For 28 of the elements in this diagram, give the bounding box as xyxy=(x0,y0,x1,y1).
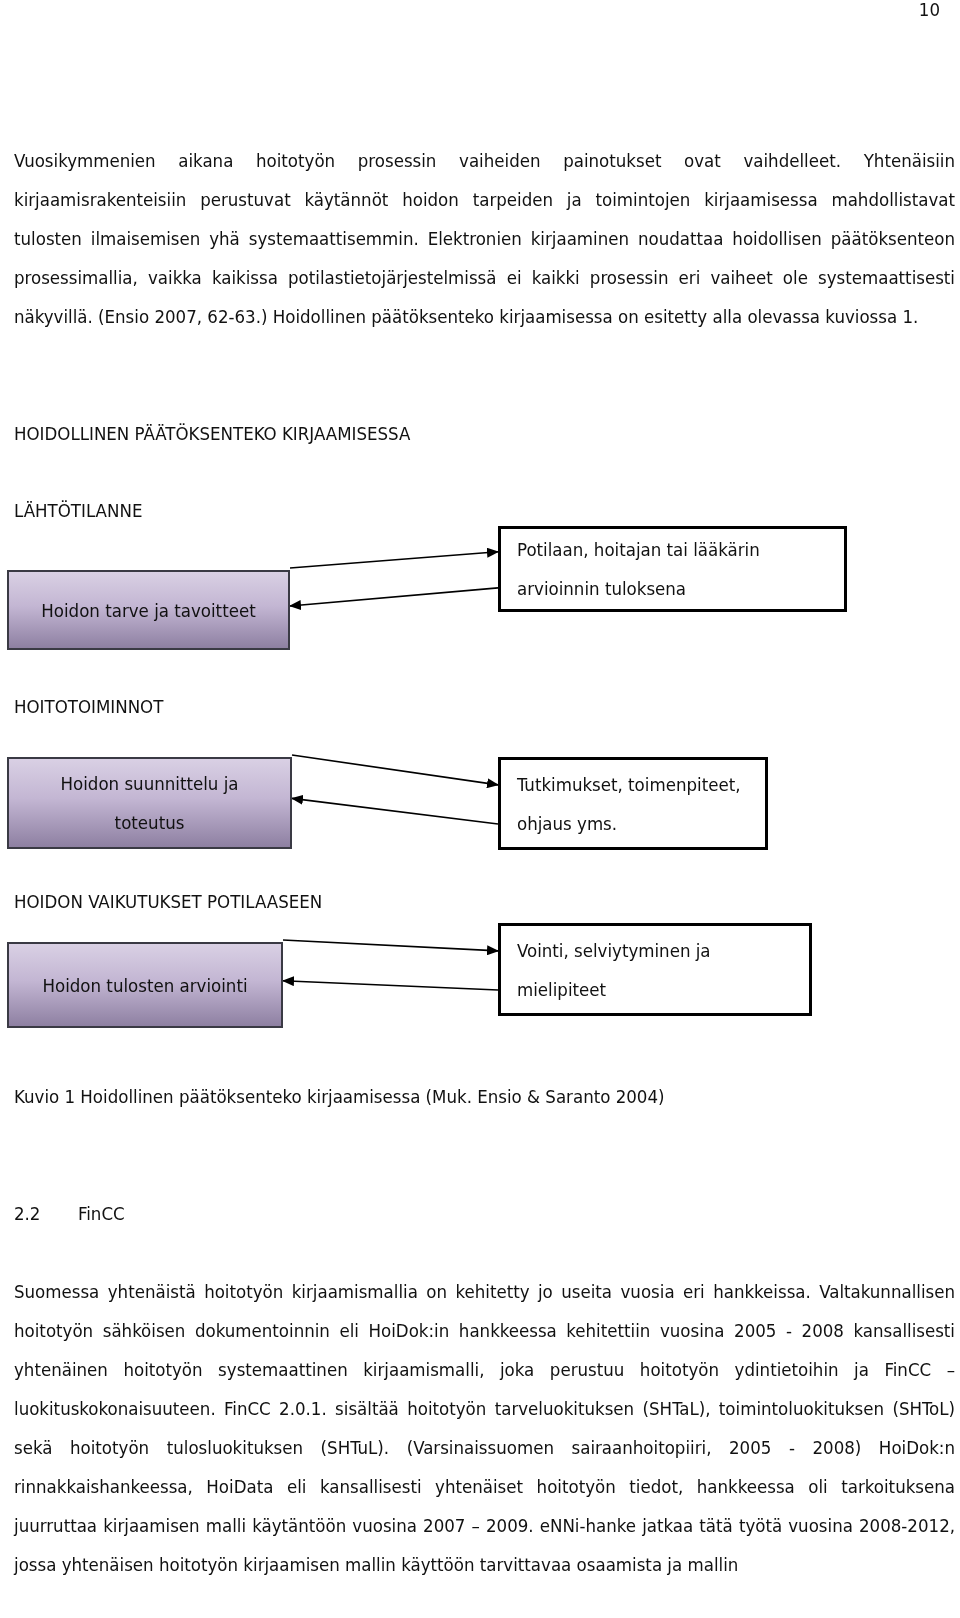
paragraph: Vuosikymmenien aikana hoitotyön prosessin vaiheiden painotukset ovat vaihdelleet. Yhtenäisiin kirjaamisrakenteisiin perustuvat käytännöt hoidon tarpeiden ja toimintojen kirjaamisessa mahdollistavat tulosten ilmaisemisen yhä systemaattisemmin. Elektronien kirjaaminen noudattaa hoidollisen päätöksenteon prosessimallia, vaikka kaikissa potilastietojärjestelmissä ei kaikki prosessin eri vaiheet ole systemaattisesti näkyvillä. (Ensio 2007, 62-63.) Hoidollinen päätöksenteko kirjaamisessa on esitetty alla olevassa kuviossa 1. xyxy=(14,149,955,329)
box-text: Tutkimukset, toimenpiteet, ohjaus yms. xyxy=(517,772,742,836)
arrow xyxy=(289,587,499,611)
figure-title: HOIDOLLINEN PÄÄTÖKSENTEKO KIRJAAMISESSA xyxy=(14,422,411,446)
section-number: 2.2 xyxy=(14,1202,42,1226)
shaded-box xyxy=(7,757,292,849)
box-text: Hoidon suunnittelu ja toteutus xyxy=(59,772,240,835)
outlined-box xyxy=(498,923,812,1016)
section-heading: HOITOTOIMINNOT xyxy=(14,695,165,719)
section-heading: HOIDON VAIKUTUKSET POTILAASEEN xyxy=(14,890,324,914)
outlined-box xyxy=(498,526,847,612)
outlined-box xyxy=(498,757,768,850)
figure-caption: Kuvio 1 Hoidollinen päätöksenteko kirjaamisessa (Muk. Ensio & Saranto 2004) xyxy=(14,1085,665,1109)
box-text: Potilaan, hoitajan tai lääkärin arvioinnin tuloksena xyxy=(517,538,761,601)
box-text: Vointi, selviytyminen ja mielipiteet xyxy=(517,938,712,1002)
arrow xyxy=(291,754,499,789)
arrow xyxy=(282,939,499,956)
box-text: Hoidon tarve ja tavoitteet xyxy=(41,598,256,623)
paragraph: Suomessa yhtenäistä hoitotyön kirjaamismallia on kehitetty jo useita vuosia eri hankkeissa. Valtakunnallisen hoitotyön sähköisen dokumentoinnin eli HoiDok:in hankkeessa kehitettiin vuosina 2005 - 2008 kansallisesti yhtenäinen hoitotyön systemaattinen kirjaamismalli, joka perustuu hoitotyön ydintietoihin ja FinCC – luokituskokonaisuuteen. FinCC 2.0.1. sisältää hoitotyön tarveluokituksen (SHTaL), toimintoluokituksen (SHToL) sekä hoitotyön tulosluokituksen (SHTuL). (Varsinaissuomen sairaanhoitopiiri, 2005 - 2008) HoiDok:n rinnakkaishankeessa, HoiData eli kansallisesti yhtenäiset hoitotyön tiedot, hankkeessa oli tarkoituksena juurruttaa kirjaamisen malli käytäntöön vuosina 2007 – 2009. eNNi-hanke jatkaa tätä työtä vuosina 2008-2012, jossa yhtenäisen hoitotyön kirjaamisen mallin käyttöön tarvittavaa osaamista ja mallin xyxy=(14,1280,955,1577)
arrow xyxy=(289,547,499,569)
box-text: Hoidon tulosten arviointi xyxy=(42,973,248,998)
arrow xyxy=(291,794,499,825)
page-number: 10 xyxy=(917,0,940,22)
section-heading: LÄHTÖTILANNE xyxy=(14,499,144,523)
shaded-box xyxy=(7,570,290,650)
arrow xyxy=(282,976,499,991)
shaded-box xyxy=(7,942,283,1028)
section-heading: FinCC xyxy=(78,1202,126,1226)
